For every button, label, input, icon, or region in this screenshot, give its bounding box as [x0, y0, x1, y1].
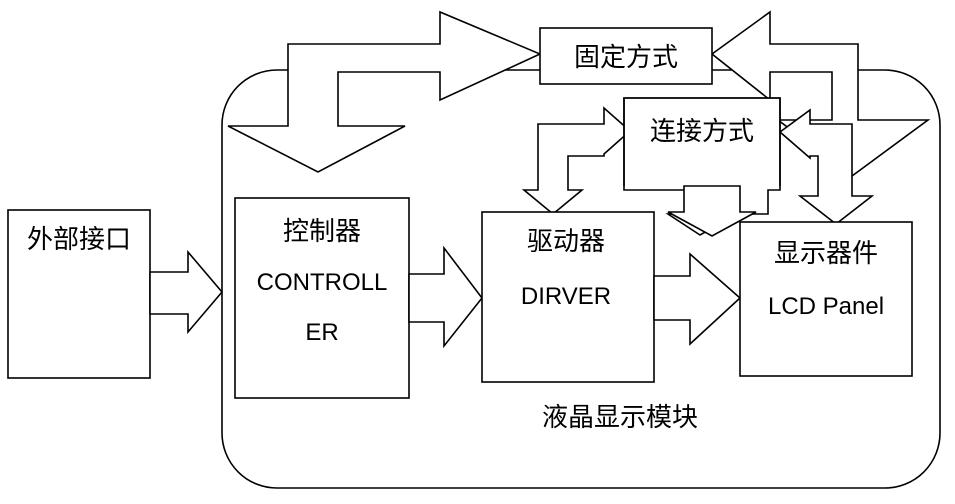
- driver-label-cn: 驱动器: [527, 227, 605, 257]
- connection-down-arrow: [667, 185, 757, 237]
- fixing-method-box: [539, 27, 713, 85]
- connection-method-outline: [623, 97, 781, 186]
- lcd-module-label: 液晶显示模块: [542, 403, 698, 433]
- external-interface-label: 外部接口: [27, 225, 131, 255]
- display-label-cn: 显示器件: [774, 239, 878, 269]
- arrow-driver-to-display: [653, 252, 742, 346]
- connection-method-label: 连接方式: [650, 117, 754, 147]
- arrow-external-to-controller: [149, 249, 224, 335]
- display-box: [739, 221, 913, 377]
- controller-label-en-line1: CONTROLL: [257, 269, 388, 296]
- connection-arrow-left: [521, 106, 632, 216]
- driver-label-en: DIRVER: [521, 283, 611, 310]
- fixing-method-label: 固定方式: [574, 43, 678, 73]
- controller-box: [234, 197, 410, 399]
- controller-label-cn: 控制器: [283, 217, 361, 247]
- controller-label-en-line2: ER: [305, 319, 338, 346]
- fixing-arrow: [227, 10, 542, 173]
- display-label-en: LCD Panel: [768, 293, 884, 320]
- arrow-controller-to-driver: [408, 245, 484, 349]
- external-interface-box: [7, 209, 151, 379]
- driver-box: [481, 211, 655, 383]
- connection-method-cover: [626, 100, 778, 184]
